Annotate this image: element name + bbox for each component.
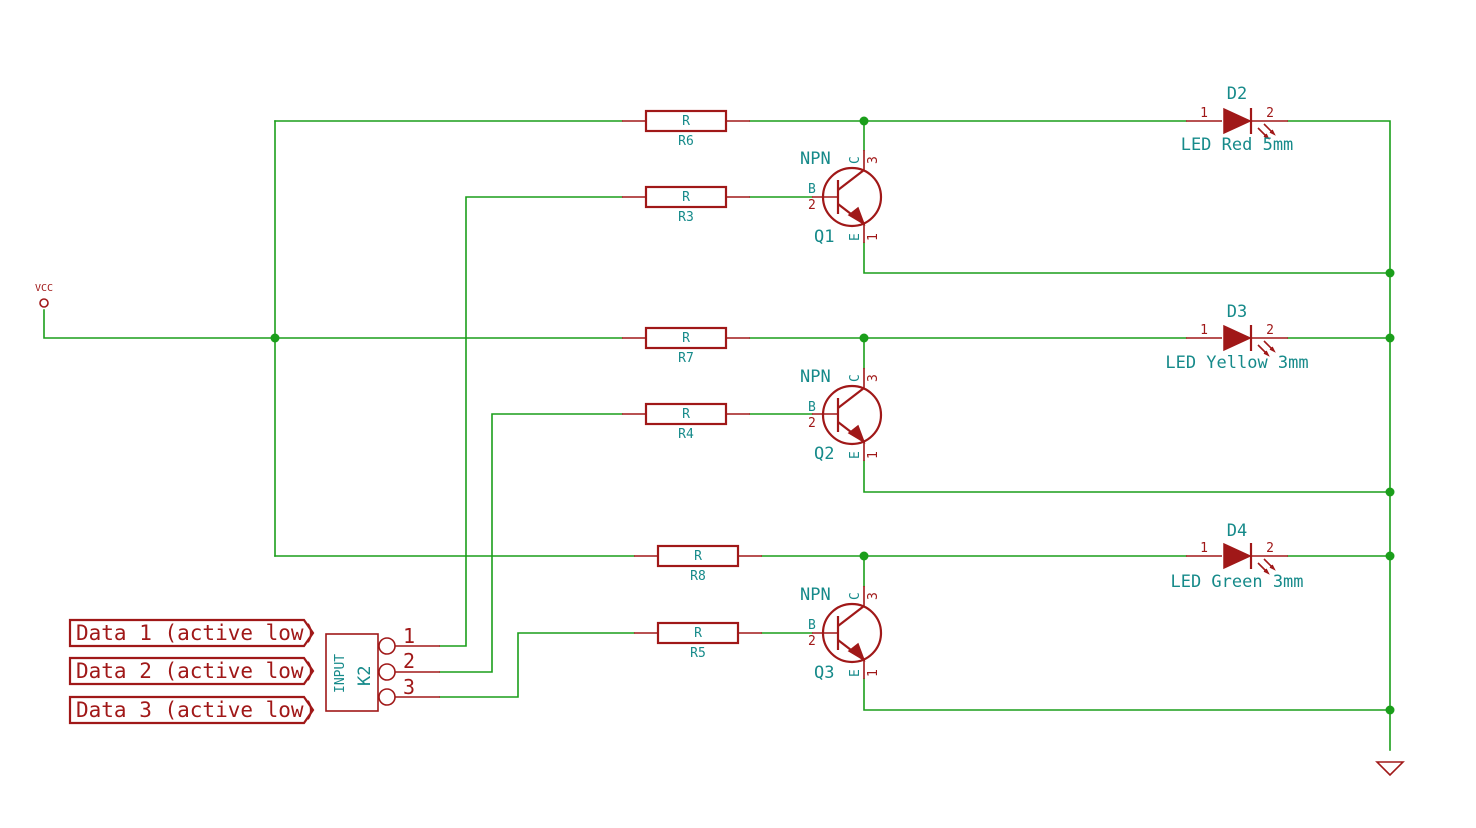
ground-symbol [1375,761,1405,777]
led-pin2: 2 [1266,323,1274,338]
led-value: LED Yellow 3mm [1165,353,1308,373]
pin-num-b: 2 [808,634,816,649]
pin-num-b: 2 [808,416,816,431]
pin-name-c: C [848,156,863,164]
resistor-ref: R8 [690,569,706,584]
led-pin2: 2 [1266,541,1274,556]
led-pin1: 1 [1200,323,1208,338]
resistor-r7[interactable]: R R7 [622,326,750,366]
pin-name-e: E [848,233,863,241]
global-label-text: Data 1 (active low) [76,621,316,645]
led-pin2: 2 [1266,106,1274,121]
connector-pin-2: 2 [403,649,415,673]
led-pin1: 1 [1200,106,1208,121]
pin-num-e: 1 [866,669,881,677]
global-label-data-1[interactable]: Data 1 (active low) [68,618,316,648]
led-d3[interactable]: D3 LED Yellow 3mm 1 2 [1165,302,1308,373]
pin-num-c: 3 [866,374,881,382]
led-ref: D4 [1227,521,1247,541]
pin-num-c: 3 [866,592,881,600]
resistor-ref: R6 [678,134,694,149]
transistor-value: NPN [800,585,831,605]
pin-name-e: E [848,451,863,459]
resistor-ref: R5 [690,646,706,661]
connector-pin-3: 3 [403,675,415,699]
wires [43,120,1391,751]
resistor-value: R [682,114,690,129]
resistor-r4[interactable]: R R4 [622,402,750,442]
led-value: LED Red 5mm [1181,135,1294,155]
pin-name-b: B [808,400,816,415]
transistor-ref: Q1 [814,227,834,247]
pin-num-e: 1 [866,451,881,459]
pin-name-c: C [848,374,863,382]
led-d4[interactable]: D4 LED Green 3mm 1 2 [1170,521,1303,592]
connector-ref: K2 [355,666,375,686]
transistor-ref: Q3 [814,663,834,683]
connector-k2[interactable]: 1 2 3 INPUT K2 [325,624,440,712]
resistor-r5[interactable]: R R5 [634,621,762,661]
global-label-text: Data 2 (active low) [76,659,316,683]
vcc-label: VCC [35,283,53,294]
junctions [270,116,1395,715]
pin-num-c: 3 [866,156,881,164]
resistor-value: R [682,190,690,205]
global-label-data-2[interactable]: Data 2 (active low) [68,656,316,686]
connector-value: INPUT [333,654,348,693]
transistor-q1[interactable]: NPN Q1 B 2 C 3 E 1 [800,149,883,247]
transistor-q2[interactable]: NPN Q2 B 2 C 3 E 1 [800,367,883,464]
led-ref: D3 [1227,302,1247,322]
resistor-ref: R7 [678,351,694,366]
resistor-value: R [694,549,702,564]
resistor-value: R [682,331,690,346]
led-value: LED Green 3mm [1170,572,1303,592]
transistor-ref: Q2 [814,444,834,464]
pin-name-b: B [808,182,816,197]
resistor-value: R [694,626,702,641]
global-label-data-3[interactable]: Data 3 (active low) [68,695,316,725]
transistor-value: NPN [800,367,831,387]
pin-name-e: E [848,669,863,677]
connector-pin-1: 1 [403,624,415,648]
resistor-r6[interactable]: R R6 [622,109,750,149]
pin-num-e: 1 [866,233,881,241]
led-pin1: 1 [1200,541,1208,556]
resistor-ref: R3 [678,210,694,225]
transistor-q3[interactable]: NPN Q3 B 2 C 3 E 1 [800,585,883,683]
resistor-value: R [682,407,690,422]
global-label-text: Data 3 (active low) [76,698,316,722]
resistor-r3[interactable]: R R3 [622,185,750,225]
transistor-value: NPN [800,149,831,169]
resistor-ref: R4 [678,427,694,442]
led-ref: D2 [1227,84,1247,104]
vcc-power-symbol: VCC [35,283,53,308]
pin-name-c: C [848,592,863,600]
resistor-r8[interactable]: R R8 [634,544,762,584]
pin-name-b: B [808,618,816,633]
led-d2[interactable]: D2 LED Red 5mm 1 2 [1181,84,1294,155]
pin-num-b: 2 [808,198,816,213]
